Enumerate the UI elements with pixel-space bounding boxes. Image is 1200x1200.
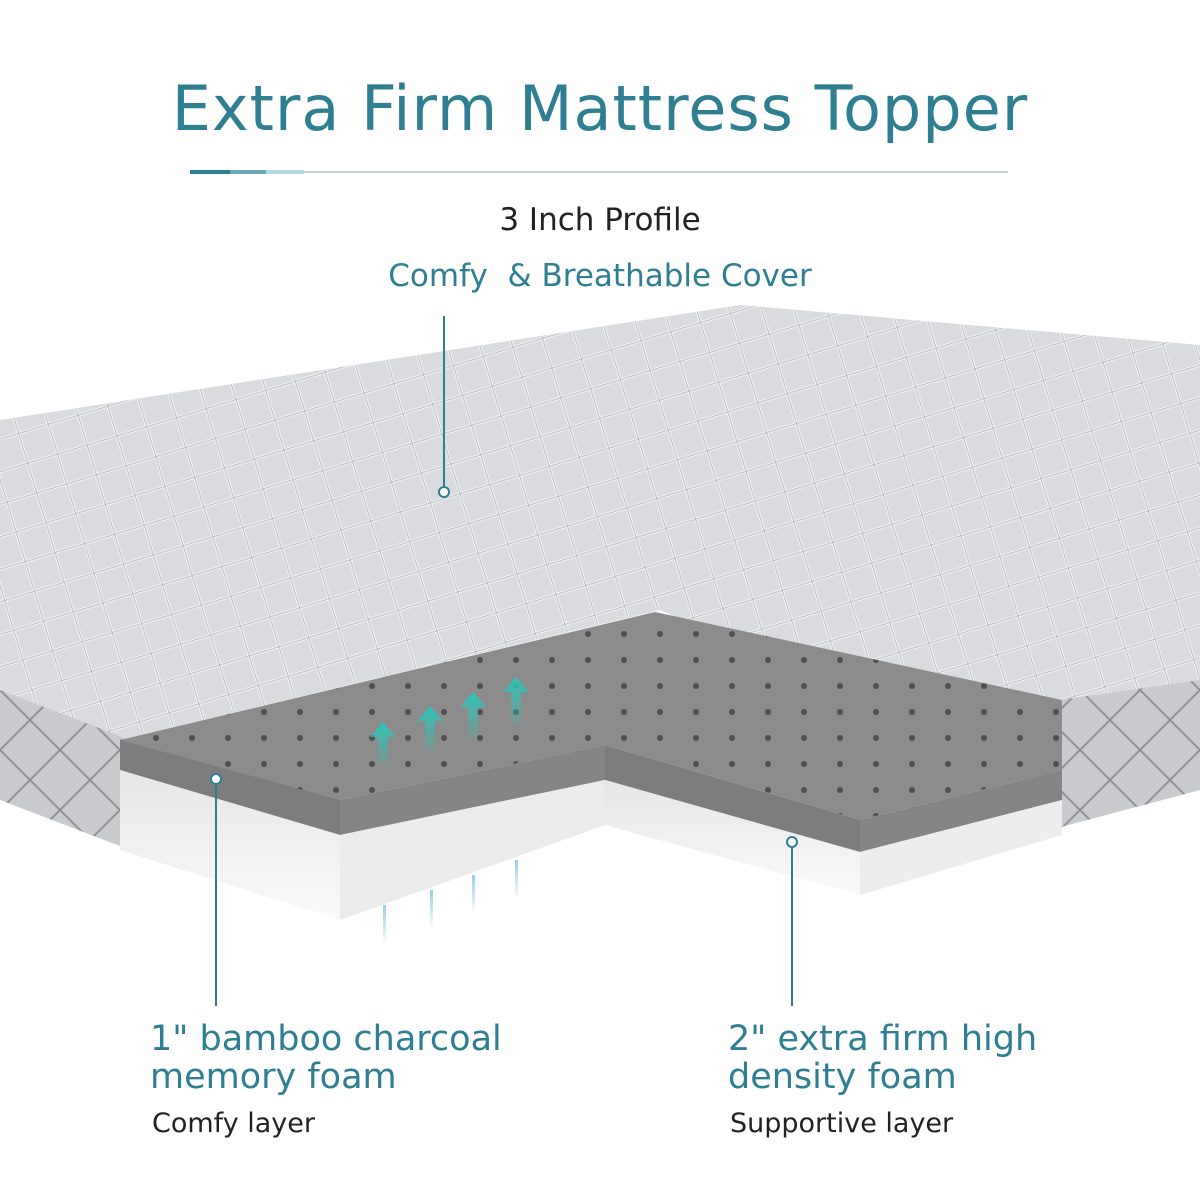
memory-foam-front-right: [340, 745, 605, 835]
mattress-left-edge: [0, 690, 130, 848]
airflow-arrow-icon: [460, 692, 486, 737]
density-foam-left-face: [120, 770, 340, 920]
cover-callout: [438, 316, 450, 498]
cover-label: Comfy & Breathable Cover: [388, 258, 812, 294]
airflow-arrow-icon: [370, 722, 396, 765]
right-layer-subtitle: Supportive layer: [730, 1108, 954, 1139]
airflow-arrow-icon: [503, 677, 529, 724]
density-foam-inner-face: [605, 780, 860, 895]
title-divider: [190, 171, 1008, 173]
title-divider-accent: [230, 170, 266, 174]
density-foam-callout: [786, 836, 798, 1006]
memory-foam-layer: [120, 612, 1062, 820]
title-divider-accent: [190, 170, 230, 174]
left-layer-title-line2: memory foam: [150, 1057, 397, 1097]
left-layer-title-line1: 1" bamboo charcoal: [150, 1019, 502, 1059]
page-title: Extra Firm Mattress Topper: [171, 72, 1029, 145]
airflow-arrow-icon: [417, 706, 443, 750]
right-layer-title-line1: 2" extra firm high: [728, 1019, 1038, 1059]
profile-label: 3 Inch Profile: [499, 202, 701, 238]
memory-foam-front: [120, 740, 340, 835]
density-foam-side-face: [860, 800, 1062, 895]
density-foam-right-face: [340, 780, 605, 920]
mattress-right-edge: [1050, 680, 1200, 830]
airflow-arrows: [370, 677, 529, 765]
cooling-lines: [383, 860, 518, 945]
memory-foam-right-front: [860, 770, 1062, 852]
memory-foam-callout: [210, 773, 222, 1006]
right-layer-title-line2: density foam: [728, 1057, 957, 1097]
memory-foam-inner-front: [605, 745, 860, 852]
title-divider-accent: [266, 170, 304, 174]
left-layer-subtitle: Comfy layer: [152, 1108, 316, 1139]
